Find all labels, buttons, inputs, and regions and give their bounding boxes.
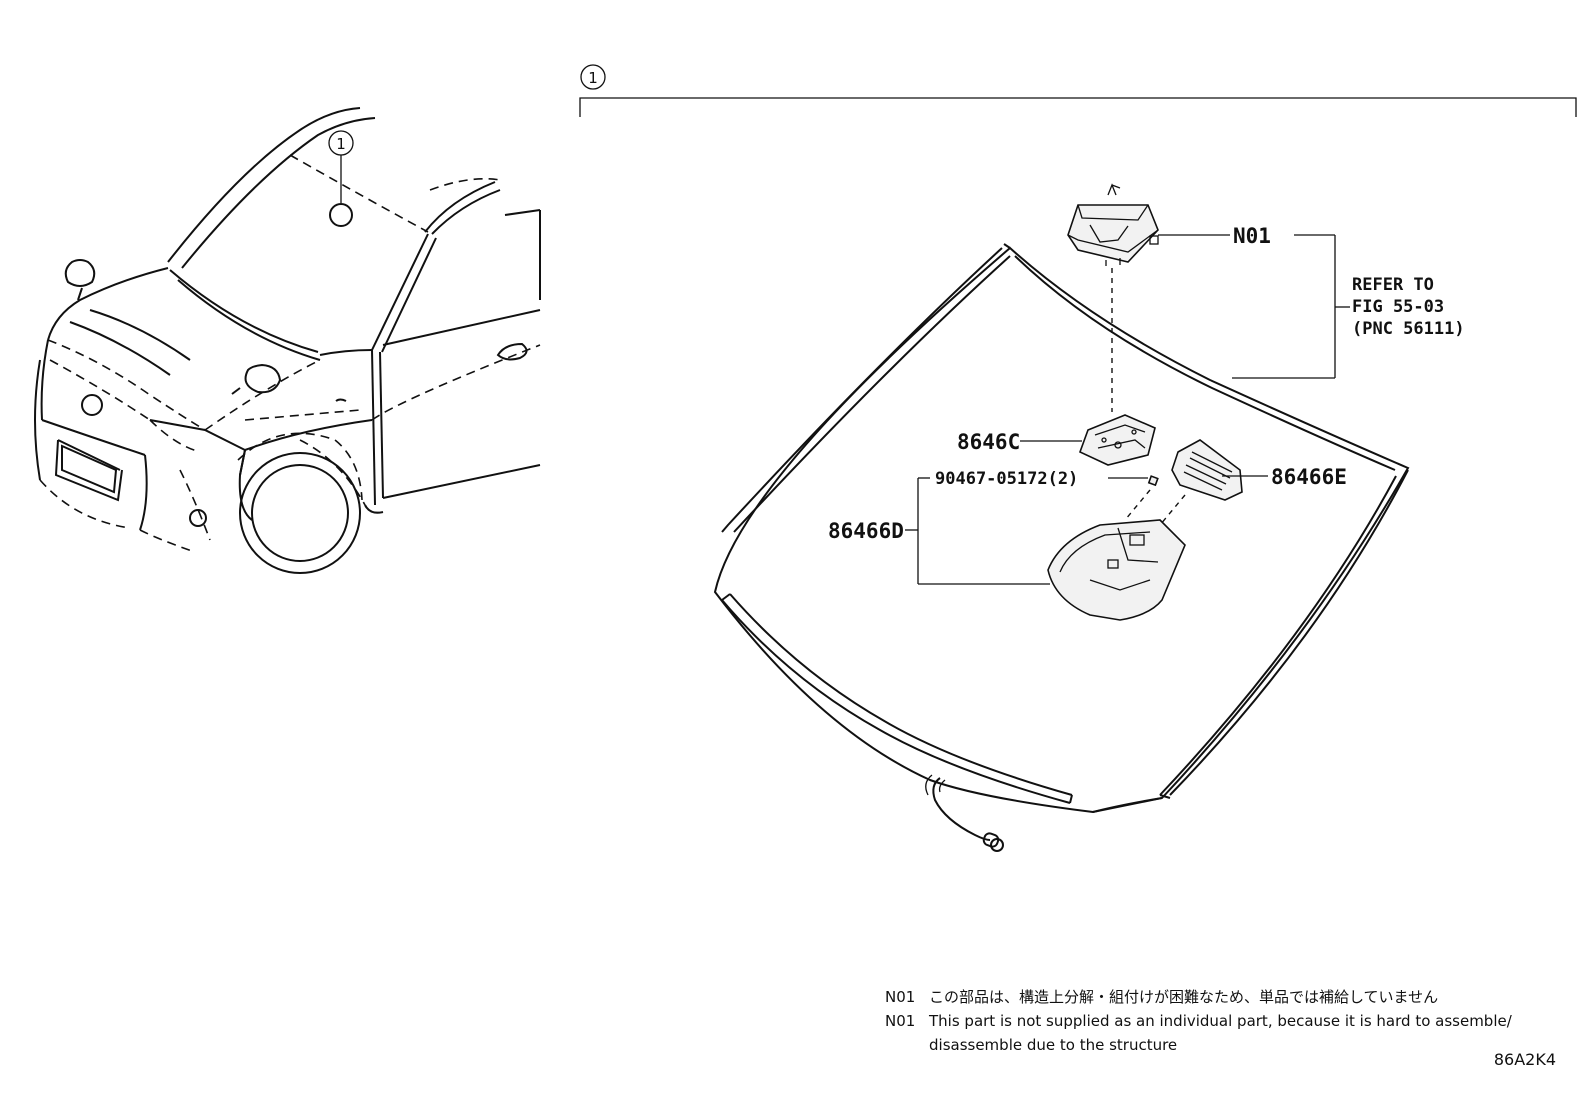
alignment-line-clip [1124,489,1151,521]
refer-line-1: REFER TO [1352,275,1434,295]
note-text-continued: disassemble due to the structure [929,1036,1178,1054]
leader-n01 [1158,234,1350,379]
label-n01: N01 [1233,224,1271,248]
figure-code: 86A2K4 [1493,1050,1556,1069]
label-86466d: 86466D [828,519,904,543]
refer-line-3: (PNC 56111) [1352,319,1465,339]
note-japanese: N01 この部品は、構造上分解・組付けが困難なため、単品では補給していません [885,985,1575,1009]
label-86466e: 86466E [1271,465,1347,489]
note-text: この部品は、構造上分解・組付けが困難なため、単品では補給していません [929,988,1439,1006]
part-n01-bracket [1067,183,1159,266]
alignment-line-cover [1159,494,1186,526]
note-text: This part is not supplied as an individu… [929,1012,1512,1030]
note-code: N01 [885,1012,916,1030]
overview-callout-number: 1 [336,135,346,153]
bracket-callout-number: 1 [588,69,598,87]
label-8646c: 8646C [957,430,1020,454]
part-8646c [1078,414,1156,466]
note-code: N01 [885,988,916,1006]
note-english: N01 This part is not supplied as an indiv… [885,1009,1575,1057]
label-90467: 90467-05172(2) [935,469,1078,489]
part-86466d [1047,519,1186,621]
part-86466e [1171,439,1243,501]
detail-bracket: 1 [579,64,1577,117]
windshield-glass [713,243,1410,852]
leader-86466d [905,477,1050,585]
part-90467-clip [1147,475,1159,487]
vehicle-overview: 1 [34,107,541,574]
refer-line-2: FIG 55-03 [1352,297,1444,317]
